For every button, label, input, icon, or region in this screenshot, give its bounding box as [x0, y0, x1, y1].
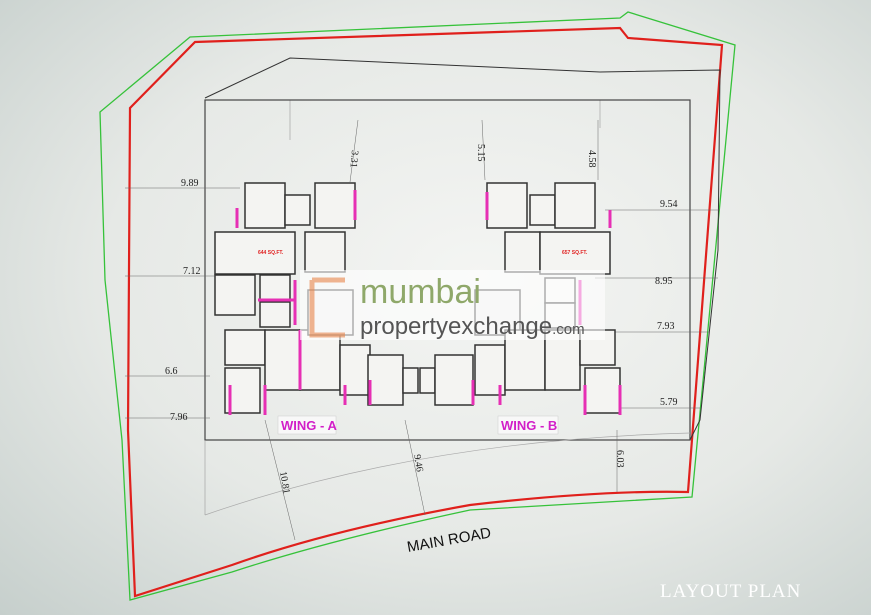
- dimension-bottom-1: 10.81: [277, 471, 292, 495]
- site-outline: [204, 57, 721, 441]
- wing-a-plan: [214, 182, 356, 414]
- layout-plan-title: LAYOUT PLAN: [660, 581, 801, 602]
- dimension-right-2: 8.95: [655, 276, 673, 287]
- wing-b-label-box: [497, 415, 559, 435]
- area-label-wing-b: 657 SQ.FT.: [562, 250, 588, 256]
- main-road-label: MAIN ROAD: [406, 524, 493, 556]
- dimension-right-3: 7.93: [657, 321, 675, 332]
- dimension-bottom-2: 9.46: [411, 454, 425, 473]
- area-label-wing-a: 644 SQ.FT.: [258, 250, 284, 256]
- dimension-left-4: 7.96: [170, 412, 188, 423]
- wing-a-label-box: [277, 415, 337, 435]
- dimension-left-1: 9.89: [181, 178, 199, 189]
- plot-boundary-line: [126, 26, 724, 598]
- dimension-left-3: 6.6: [165, 366, 178, 377]
- watermark-text-mumbai: mumbai: [360, 273, 481, 311]
- wing-b-label: WING - B: [501, 418, 557, 433]
- dimension-left-2: 7.12: [183, 266, 201, 277]
- watermark-line-2: propertyexchange.com: [360, 313, 585, 340]
- dimension-right-4: 5.79: [660, 397, 678, 408]
- dimension-right-1: 9.54: [660, 199, 678, 210]
- setback-arc: [204, 432, 691, 516]
- dimension-top-2: 5.15: [475, 144, 486, 162]
- dimension-leader-lines: [125, 119, 720, 541]
- building-footprint-outline: [204, 99, 691, 441]
- wing-a-label: WING - A: [281, 418, 337, 433]
- watermark-text-propertyexchange: propertyexchange: [360, 313, 552, 340]
- dimension-top-1: 3.31: [347, 150, 359, 168]
- dimension-top-3: 4.58: [586, 150, 597, 168]
- outer-boundary-line: [99, 11, 736, 601]
- watermark-text-com: .com: [552, 321, 585, 338]
- setback-line: [289, 99, 601, 140]
- dimension-bottom-3: 6.03: [614, 450, 625, 468]
- watermark-box: [300, 270, 605, 340]
- watermark-logo-icon: [309, 277, 345, 338]
